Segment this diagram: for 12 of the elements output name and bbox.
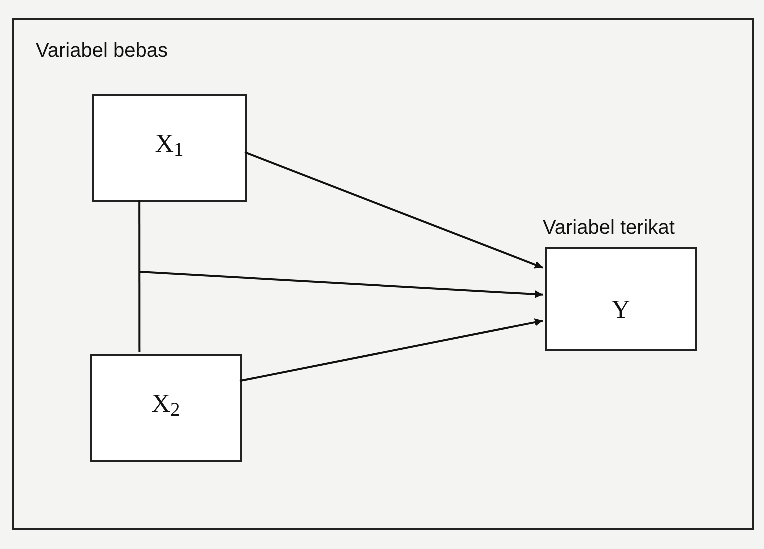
- frame-box: [12, 18, 754, 530]
- variable-box: [92, 94, 247, 202]
- arrow: [140, 271, 544, 298]
- variable-label: Y: [612, 294, 630, 326]
- arrow: [244, 152, 544, 269]
- arrow: [240, 318, 544, 382]
- variable-label: X$_{2}$: [152, 388, 180, 422]
- box-heading: Variabel terikat: [543, 216, 675, 241]
- frame-heading: Variabel bebas: [36, 39, 168, 64]
- variable-label: X$_{1}$: [155, 128, 184, 162]
- variable-box: [90, 354, 242, 462]
- connector-line: [138, 200, 141, 352]
